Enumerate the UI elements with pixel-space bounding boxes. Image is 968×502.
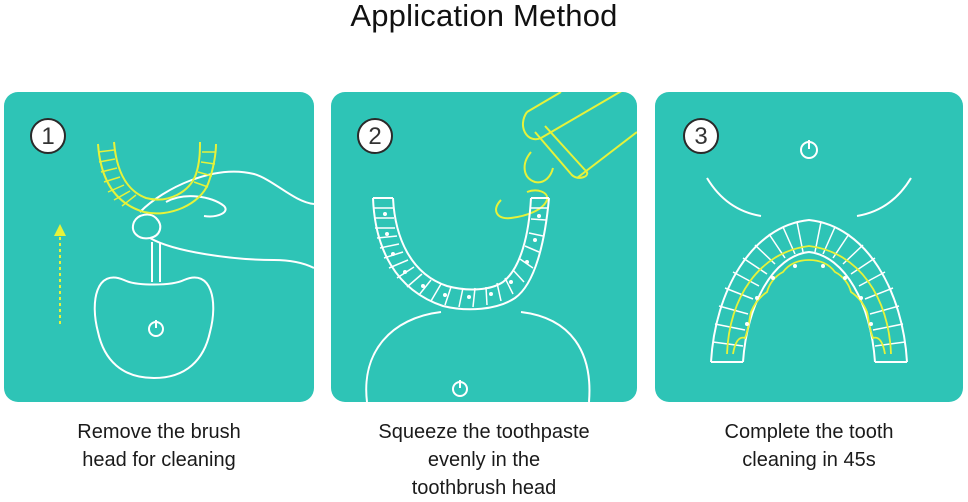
caption-line: Remove the brush (77, 421, 241, 443)
brush-head-illustration (372, 197, 550, 311)
page-title: Application Method (350, 0, 618, 33)
brush-head-illustration (97, 141, 217, 215)
toothpaste-tube-illustration (495, 92, 637, 220)
step-number-badge: 2 (357, 118, 393, 154)
step-3-illustration (706, 140, 912, 363)
caption-line: evenly in the (427, 449, 541, 471)
step-2-caption: Squeeze the toothpaste evenly in the too… (331, 418, 637, 502)
power-icon (452, 380, 468, 397)
caption-line: Complete the tooth (724, 421, 894, 443)
step-2-panel: 2 (331, 92, 637, 402)
step-1-caption: Remove the brush head for cleaning (4, 418, 314, 474)
step-1-panel: 1 (4, 92, 314, 402)
teeth-illustration (726, 245, 892, 355)
brush-base-outline (93, 276, 215, 380)
step-number-badge: 3 (683, 118, 719, 154)
caption-line: Squeeze the toothpaste (378, 421, 590, 443)
power-icon (148, 320, 164, 337)
power-icon (800, 140, 818, 159)
caption-line: cleaning in 45s (742, 449, 876, 471)
step-3-panel: 3 (655, 92, 963, 402)
brush-head-illustration (710, 218, 908, 363)
caption-line: toothbrush head (411, 477, 557, 499)
step-1-illustration (54, 141, 314, 380)
step-3-caption: Complete the tooth cleaning in 45s (655, 418, 963, 474)
step-number-badge: 1 (30, 118, 66, 154)
up-arrow-icon (54, 224, 66, 324)
caption-line: head for cleaning (82, 449, 236, 471)
step-2-illustration (365, 92, 637, 402)
